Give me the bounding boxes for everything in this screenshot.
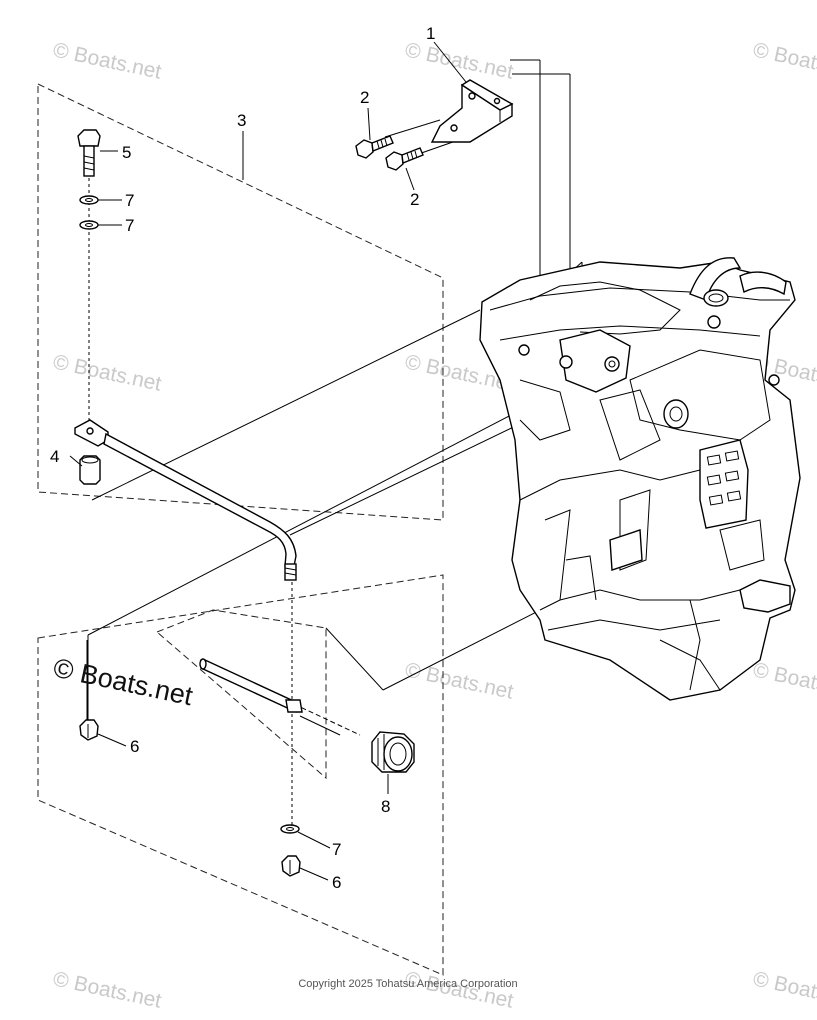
watermark-text: © Boats.net [403, 658, 516, 703]
callout-1: 1 [426, 24, 435, 43]
watermark-text: © Boats.net [51, 38, 164, 83]
washer-part-7-middle [79, 220, 99, 230]
watermark-main: © Boats.net [51, 653, 196, 712]
watermark-text: © Boats.net [751, 38, 817, 83]
callout-2b: 2 [410, 190, 419, 209]
lower-assembly-outline [37, 574, 444, 976]
callout-7b: 7 [125, 216, 134, 235]
watermark-text: © Boats.net [751, 658, 817, 703]
pin-subassembly [199, 658, 303, 713]
bolt-part-5 [77, 129, 101, 177]
assembly-outline-group [37, 83, 444, 976]
callout-6b: 6 [332, 873, 341, 892]
callout-8: 8 [381, 797, 390, 816]
callout-leaders [69, 41, 467, 881]
callout-7a: 7 [125, 191, 134, 210]
callout-6a: 6 [130, 737, 139, 756]
watermark-text: © Boats.net [403, 967, 516, 1012]
spacer-part-4 [79, 455, 101, 485]
watermark-text: © Boats.net [751, 967, 817, 1012]
callout-2a: 2 [360, 88, 369, 107]
callout-7c: 7 [332, 840, 341, 859]
sub-assembly-outline [156, 609, 327, 780]
bracket-part-1 [430, 79, 514, 143]
cap-part-8 [371, 731, 415, 773]
nut-part-6-right [281, 855, 301, 877]
watermark-text: © Boats.net [403, 38, 516, 83]
washer-part-7-top [79, 195, 99, 205]
callout-labels: 1 2 2 3 4 5 6 6 7 7 7 8 [50, 24, 435, 892]
callout-5: 5 [122, 143, 131, 162]
assembly-3-outline [37, 83, 444, 521]
callout-4: 4 [50, 447, 59, 466]
copyright-text: Copyright 2025 Tohatsu America Corporati… [298, 978, 517, 990]
watermark-text: © Boats.net [51, 350, 164, 395]
callout-3: 3 [237, 111, 246, 130]
bolt-part-2b [385, 147, 424, 171]
rod-part-3 [74, 419, 297, 581]
bolt-part-2a [355, 135, 394, 159]
engine-assembly [479, 257, 801, 701]
washer-part-7-bottom [280, 824, 300, 834]
nut-part-6-left [79, 719, 99, 741]
watermark-text: © Boats.net [51, 967, 164, 1012]
